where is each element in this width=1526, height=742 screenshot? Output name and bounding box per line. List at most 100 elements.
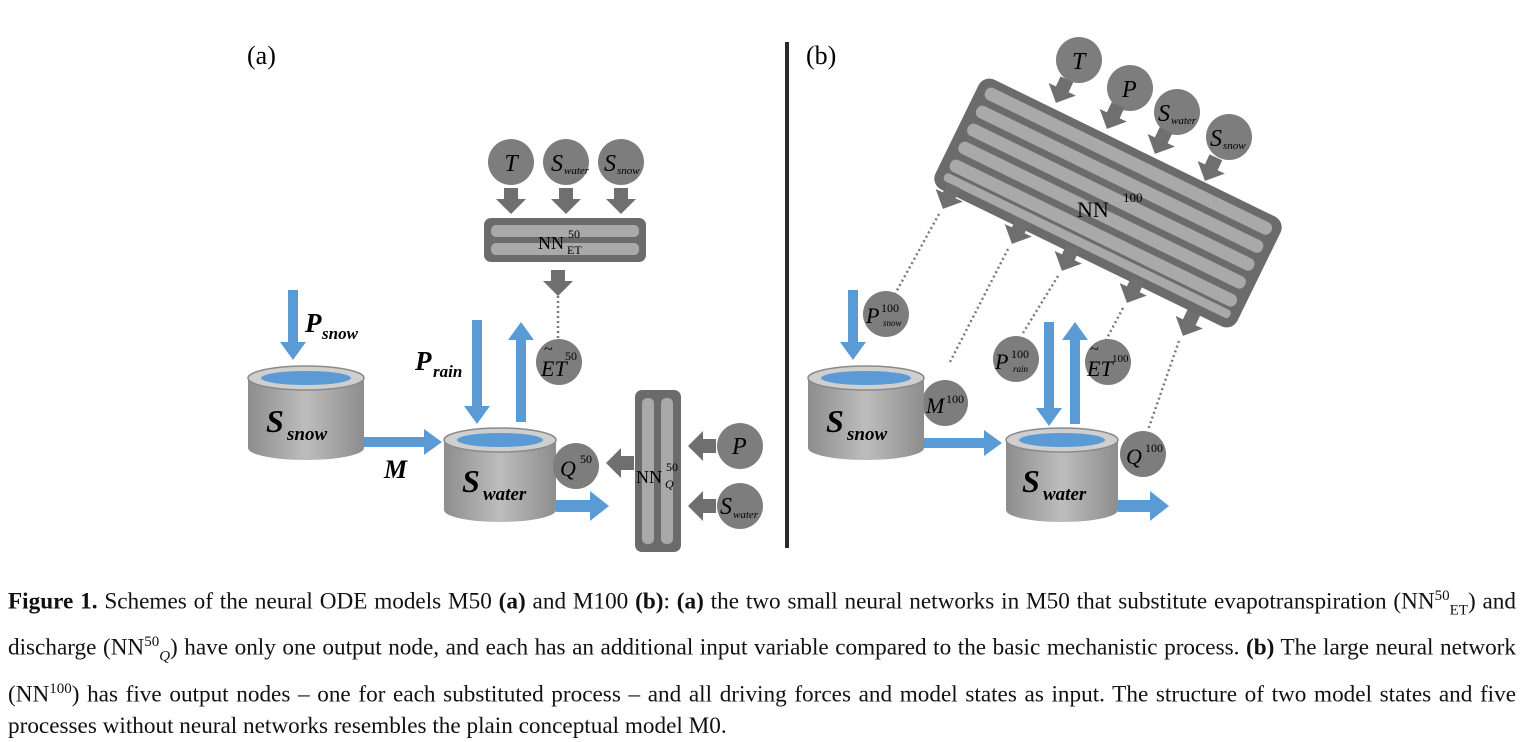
svg-text:T: T: [504, 151, 519, 177]
svg-text:snow: snow: [617, 165, 640, 177]
melt-arrow-b: [924, 430, 1002, 456]
svg-text:100: 100: [881, 301, 899, 315]
out-circle-m: M 100: [922, 380, 968, 426]
svg-text:ET: ET: [540, 356, 568, 381]
svg-text:Q: Q: [560, 456, 576, 481]
caption-sub: Q: [159, 648, 171, 665]
svg-text:NN: NN: [538, 233, 564, 253]
input-circle-s-snow: S snow: [598, 139, 644, 185]
svg-text:rain: rain: [1013, 364, 1029, 374]
svg-text:M: M: [925, 393, 946, 418]
p-snow-arrow-b: [840, 290, 866, 360]
panel-b: (b) T P S water S snow: [806, 37, 1282, 522]
caption-text: ) and discharge (NN: [8, 588, 1516, 662]
svg-text:50: 50: [580, 452, 592, 466]
svg-text:Q: Q: [665, 477, 674, 491]
input-circle-s-water-b: S water: [1154, 89, 1200, 135]
caption-ref-a: (a): [676, 588, 704, 615]
caption-sup: 50: [144, 634, 160, 651]
svg-text:50: 50: [568, 227, 580, 241]
et-output-circle: ET ~ 50: [536, 339, 582, 385]
panel-b-label: (b): [806, 41, 836, 70]
nn-q-block: NN 50 Q: [635, 390, 681, 552]
caption-sub: ET: [1449, 602, 1468, 619]
svg-text:100: 100: [1145, 441, 1163, 455]
svg-text:100: 100: [1112, 353, 1129, 365]
p-rain-arrow-b: [1036, 322, 1062, 426]
svg-text:P: P: [1121, 77, 1137, 103]
svg-text:water: water: [483, 484, 527, 505]
input-circle-s-snow-b: S snow: [1206, 114, 1252, 160]
et-up-arrow: [508, 322, 534, 422]
out-circle-p-snow: P 100 snow: [863, 291, 909, 337]
svg-text:100: 100: [1123, 190, 1143, 205]
panel-a: (a) T S water S snow NN 50 ET: [247, 41, 763, 552]
svg-text:snow: snow: [883, 318, 902, 328]
svg-text:S: S: [1158, 101, 1170, 127]
svg-text:S: S: [604, 151, 616, 177]
caption-ref-a: (a): [498, 588, 526, 615]
caption-ref-b: (b): [1246, 635, 1275, 662]
et-up-arrow-b: [1062, 322, 1088, 424]
input-circle-s-water-right: S water: [717, 483, 763, 529]
caption-ref-b: (b): [635, 588, 664, 615]
caption-text: and M100: [525, 588, 636, 615]
bucket-s-water-b: S water: [1005, 427, 1119, 522]
nn-et-block: NN 50 ET: [484, 218, 646, 262]
bucket-s-water-a: S water: [443, 427, 557, 522]
svg-text:snow: snow: [1223, 140, 1246, 152]
svg-text:S: S: [1022, 463, 1040, 499]
svg-text:water: water: [733, 509, 759, 521]
svg-text:S: S: [720, 494, 732, 520]
svg-text:100: 100: [1011, 347, 1029, 361]
nn-100-block: [934, 78, 1282, 328]
svg-text:rain: rain: [433, 362, 462, 381]
p-rain-label: P: [414, 346, 432, 376]
svg-text:P: P: [994, 349, 1008, 374]
svg-text:P: P: [865, 303, 879, 328]
svg-text:NN: NN: [636, 467, 662, 487]
caption-text: the two small neural networks in M50 tha…: [703, 588, 1435, 615]
svg-text:50: 50: [666, 460, 678, 474]
svg-text:T: T: [1072, 49, 1087, 75]
svg-text:snow: snow: [286, 424, 327, 445]
svg-text:~: ~: [544, 341, 553, 358]
bucket-s-snow-b: S snow: [807, 365, 925, 460]
caption-label: Figure 1.: [8, 588, 98, 615]
svg-text:S: S: [1210, 126, 1222, 152]
caption-text: :: [663, 588, 677, 615]
svg-text:P: P: [731, 434, 747, 460]
svg-text:snow: snow: [846, 424, 887, 445]
input-circle-p-a: P: [717, 423, 763, 469]
melt-label: M: [383, 455, 408, 484]
svg-text:~: ~: [1090, 341, 1099, 358]
svg-text:S: S: [462, 463, 480, 499]
discharge-arrow-b: [1118, 491, 1169, 521]
svg-text:Q: Q: [1126, 444, 1142, 469]
svg-text:S: S: [551, 151, 563, 177]
svg-text:water: water: [1171, 115, 1197, 127]
discharge-arrow-a: [556, 491, 609, 521]
out-circle-q: Q 100: [1120, 431, 1166, 477]
out-circle-et: ET ~ 100: [1085, 339, 1131, 385]
figure-caption: Figure 1. Schemes of the neural ODE mode…: [8, 580, 1516, 742]
svg-text:ET: ET: [567, 243, 582, 257]
caption-text: Schemes of the neural ODE models M50: [97, 588, 499, 615]
out-circle-p-rain: P 100 rain: [993, 336, 1039, 382]
svg-text:100: 100: [946, 392, 964, 406]
svg-text:S: S: [266, 403, 284, 439]
svg-text:S: S: [826, 403, 844, 439]
panel-a-label: (a): [247, 41, 276, 70]
svg-text:water: water: [1043, 484, 1087, 505]
p-rain-arrow: [464, 320, 490, 424]
input-circle-t-b: T: [1056, 37, 1102, 83]
p-snow-arrow: [280, 290, 306, 360]
melt-arrow: [364, 429, 442, 455]
caption-sup: 100: [49, 680, 72, 697]
svg-text:water: water: [564, 165, 590, 177]
model-schemes-diagram: (a) T S water S snow NN 50 ET: [247, 37, 1282, 552]
caption-sup: 50: [1434, 588, 1450, 604]
caption-text: The large neural network (NN: [8, 635, 1516, 708]
svg-text:NN: NN: [1077, 197, 1109, 222]
input-circle-p-b: P: [1107, 65, 1153, 111]
